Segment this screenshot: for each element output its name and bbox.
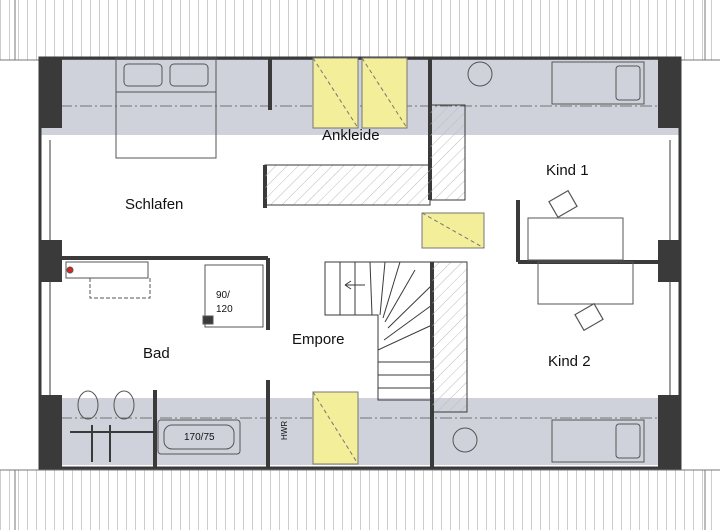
bathtub-size-label: 170/75 <box>184 432 215 443</box>
roof-bottom <box>0 469 720 530</box>
washbasin-icon <box>65 261 151 299</box>
chair-icon <box>548 189 604 332</box>
room-label-schlafen: Schlafen <box>125 196 183 213</box>
room-label-ankleide: Ankleide <box>322 127 380 144</box>
shower-icon <box>202 264 264 328</box>
pipes <box>70 425 155 462</box>
wall-piers <box>40 58 680 468</box>
skylight-icon <box>312 57 485 465</box>
bathtub-icon <box>157 419 241 455</box>
toilet-icon <box>77 390 135 420</box>
roof-top <box>0 0 720 61</box>
round-table-icon <box>452 61 493 453</box>
railing-stair <box>431 261 468 413</box>
shower-size-label-top: 90/ <box>216 290 230 301</box>
roof-slope-zones <box>40 60 680 465</box>
hwr-label: HWR <box>280 421 289 440</box>
staircase-icon <box>324 261 433 401</box>
desk-icon <box>527 217 634 305</box>
shower-size-label-bottom: 120 <box>216 304 233 315</box>
railing-ankleide <box>264 104 466 206</box>
room-label-kind1: Kind 1 <box>546 162 589 179</box>
room-label-bad: Bad <box>143 345 170 362</box>
single-bed-icon <box>551 61 645 463</box>
room-label-kind2: Kind 2 <box>548 353 591 370</box>
double-bed-icon <box>115 57 217 159</box>
room-label-empore: Empore <box>292 331 345 348</box>
